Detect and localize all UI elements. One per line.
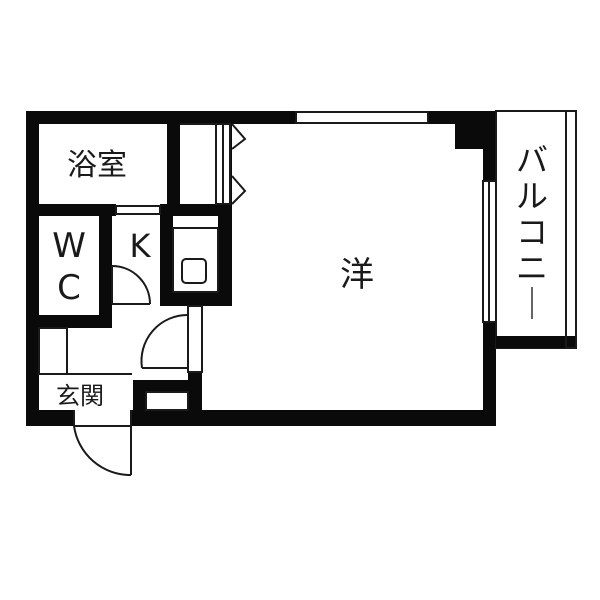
label-western-room: 洋: [340, 255, 374, 295]
closet: [180, 123, 247, 205]
wall-kitchen-left: [160, 216, 173, 304]
wall-bath-right: [167, 111, 180, 216]
label-entrance: 玄関: [56, 382, 104, 410]
balcony-char: ル: [516, 177, 548, 215]
balcony-char: バ: [516, 141, 548, 179]
label-wc-c: C: [57, 268, 81, 308]
kitchen-sink: [172, 227, 219, 293]
pillar-top-right: [455, 111, 496, 149]
wall-bottom-left: [26, 410, 74, 426]
balcony-label-text: バルコニ｜: [516, 141, 548, 323]
wall-kitchen-bottom: [160, 292, 232, 306]
balcony-char: コ: [516, 213, 548, 251]
balcony: [482, 110, 577, 349]
wc-door: [111, 265, 151, 305]
label-bath: 浴室: [67, 148, 127, 183]
entrance-door: [73, 410, 132, 477]
wall-shoebox-left: [133, 380, 146, 426]
top-window: [295, 111, 429, 124]
room-door: [140, 305, 203, 373]
wall-closet-bottom: [160, 204, 232, 216]
wall-bottom-right: [131, 410, 496, 426]
wall-shoebox-top: [133, 380, 202, 392]
label-balcony: バルコニ｜: [516, 141, 548, 323]
exterior-walls: [26, 111, 496, 426]
label-kitchen: K: [130, 227, 152, 265]
wall-right-lower: [483, 322, 496, 426]
wall-wc-right: [99, 216, 112, 328]
wall-left: [26, 111, 39, 426]
wall-wc-bottom: [26, 315, 112, 328]
wall-top-left: [26, 111, 296, 124]
shoe-cabinet: [38, 327, 189, 411]
bath-door: [115, 205, 161, 215]
wall-bath-bottom: [26, 204, 116, 216]
balcony-char: ｜: [516, 285, 548, 323]
label-wc-w: W: [52, 226, 86, 266]
balcony-char: ニ: [516, 249, 548, 287]
